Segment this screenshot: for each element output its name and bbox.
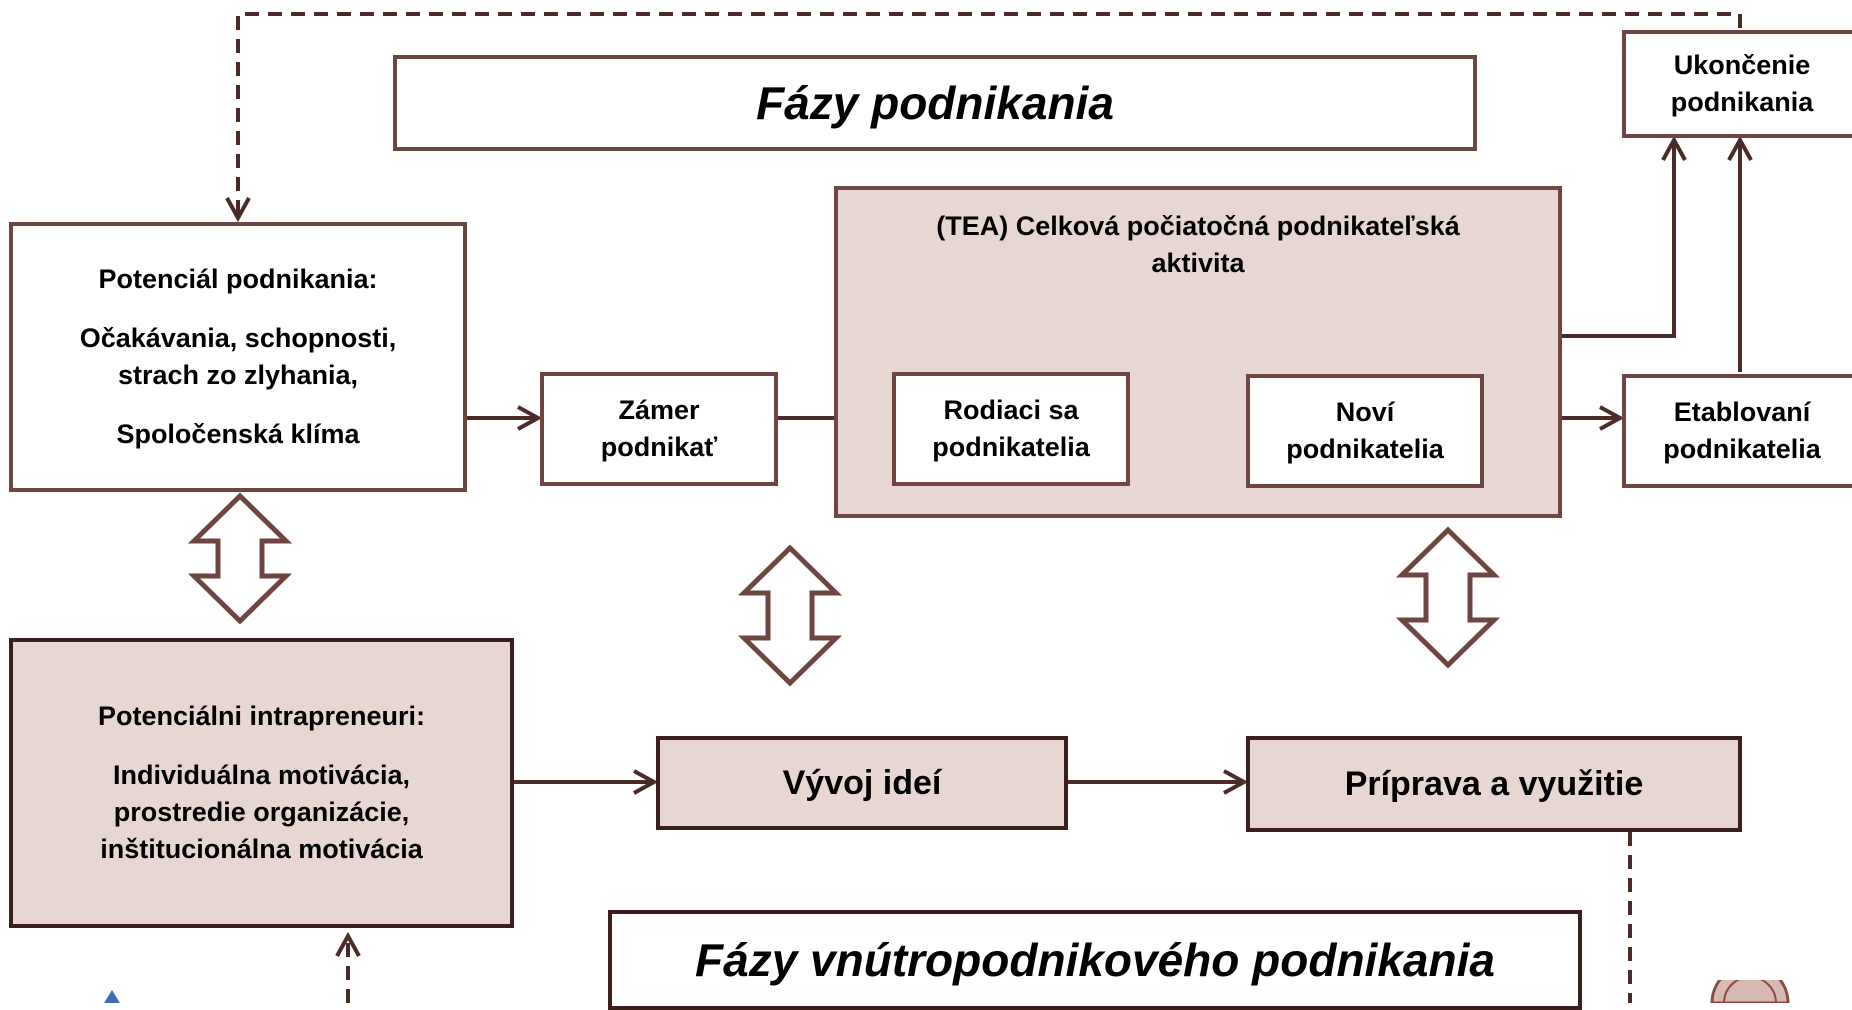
intrapreneurs-line: Individuálna motivácia, bbox=[112, 760, 411, 790]
double-arrow-middle bbox=[737, 544, 843, 687]
nascent-line: podnikatelia bbox=[932, 432, 1090, 462]
exit-line: Ukončenie bbox=[1673, 50, 1811, 80]
potential-line: strach zo zlyhania, bbox=[117, 360, 359, 390]
nascent-entrepreneurs-box: Rodiaci sa podnikatelia bbox=[892, 372, 1130, 486]
established-line: podnikatelia bbox=[1663, 434, 1821, 464]
intent-line: podnikať bbox=[600, 432, 718, 462]
nascent-line: Rodiaci sa bbox=[943, 395, 1079, 425]
new-line: podnikatelia bbox=[1286, 434, 1444, 464]
preparation-label: Príprava a využitie bbox=[1344, 764, 1644, 803]
preparation-box: Príprava a využitie bbox=[1246, 736, 1742, 832]
exit-box: Ukončenie podnikania bbox=[1622, 30, 1852, 138]
intrapreneurs-line: prostredie organizácie, bbox=[113, 797, 410, 827]
potential-box: Potenciál podnikania: Očakávania, schopn… bbox=[9, 222, 467, 492]
double-arrow-left bbox=[187, 492, 293, 625]
entrepreneurship-phases-title: Fázy podnikania bbox=[756, 77, 1114, 129]
intent-line: Zámer bbox=[618, 395, 700, 425]
left-logo-fragment bbox=[104, 990, 120, 1003]
exit-line: podnikania bbox=[1670, 87, 1814, 117]
new-entrepreneurs-box: Noví podnikatelia bbox=[1246, 374, 1484, 488]
double-arrow-right bbox=[1395, 526, 1501, 669]
tea-line: (TEA) Celková počiatočná podnikateľská bbox=[936, 211, 1460, 241]
intrapreneurship-phases-title-box: Fázy vnútropodnikového podnikania bbox=[608, 910, 1582, 1010]
intent-box: Zámer podnikať bbox=[540, 372, 778, 486]
potential-line: Očakávania, schopnosti, bbox=[79, 323, 397, 353]
established-line: Etablovaní bbox=[1673, 397, 1811, 427]
potential-heading: Potenciál podnikania: bbox=[98, 264, 378, 294]
intrapreneurs-line: inštitucionálna motivácia bbox=[100, 834, 423, 864]
entrepreneurship-phases-title-box: Fázy podnikania bbox=[393, 55, 1477, 151]
new-line: Noví bbox=[1335, 397, 1395, 427]
idea-development-label: Vývoj ideí bbox=[782, 763, 942, 802]
intrapreneurship-phases-title: Fázy vnútropodnikového podnikania bbox=[695, 934, 1495, 986]
university-seal-fragment bbox=[1710, 980, 1790, 1003]
established-entrepreneurs-box: Etablovaní podnikatelia bbox=[1622, 374, 1852, 488]
potential-intrapreneurs-box: Potenciálni intrapreneuri: Individuálna … bbox=[9, 638, 514, 928]
potential-line: Spoločenská klíma bbox=[116, 419, 360, 449]
intrapreneurs-heading: Potenciálni intrapreneuri: bbox=[97, 701, 426, 731]
tea-line: aktivita bbox=[1151, 248, 1245, 278]
idea-development-box: Vývoj ideí bbox=[656, 736, 1068, 830]
feedback-dashed-connector bbox=[238, 12, 1742, 218]
